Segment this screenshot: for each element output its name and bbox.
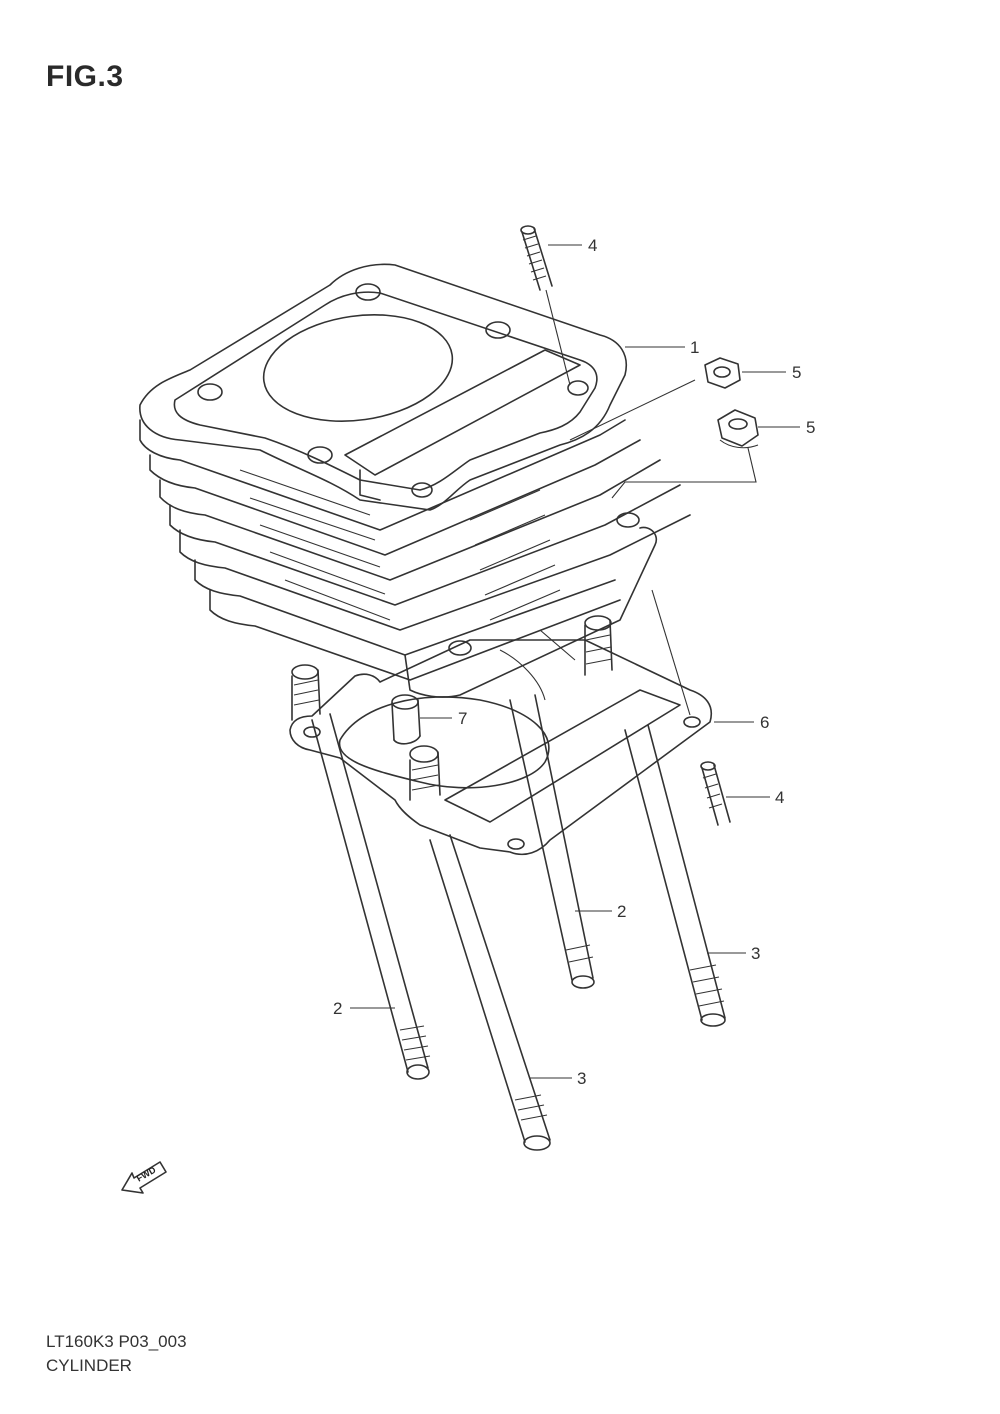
stud-bolt-right[interactable] (700, 761, 731, 826)
dowel-pin[interactable] (391, 694, 421, 745)
callout-6: 6 (760, 713, 769, 732)
figure-title: FIG.3 (46, 60, 124, 93)
callout-4-top: 4 (588, 236, 597, 255)
stud-bolt-top[interactable] (520, 225, 571, 386)
flange-nut-upper[interactable] (569, 357, 741, 441)
callout-2-front: 2 (333, 999, 342, 1018)
flange-nut-lower[interactable] (717, 409, 759, 449)
cylinder-base-gasket[interactable] (289, 639, 712, 856)
stud-rear-left-short[interactable] (509, 615, 613, 989)
callout-leaders (350, 244, 800, 1079)
callout-2-rear: 2 (617, 902, 626, 921)
callout-7: 7 (458, 709, 467, 728)
stud-front-right-long[interactable] (409, 745, 551, 1151)
fwd-label: FWD (135, 1164, 158, 1183)
cylinder-block[interactable] (139, 263, 691, 701)
forward-direction-arrow-icon: FWD (121, 1161, 167, 1194)
callout-5-upper: 5 (792, 363, 801, 382)
callout-1: 1 (690, 338, 699, 357)
callout-5-lower: 5 (806, 418, 815, 437)
callout-4-right: 4 (775, 788, 784, 807)
stud-front-left-long[interactable] (291, 664, 431, 1080)
callout-3-rear: 3 (751, 944, 760, 963)
stud-rear-right-long[interactable] (624, 724, 726, 1027)
callout-3-front: 3 (577, 1069, 586, 1088)
drawing-code: LT160K3 P03_003 (46, 1332, 187, 1351)
drawing-name: CYLINDER (46, 1356, 132, 1375)
